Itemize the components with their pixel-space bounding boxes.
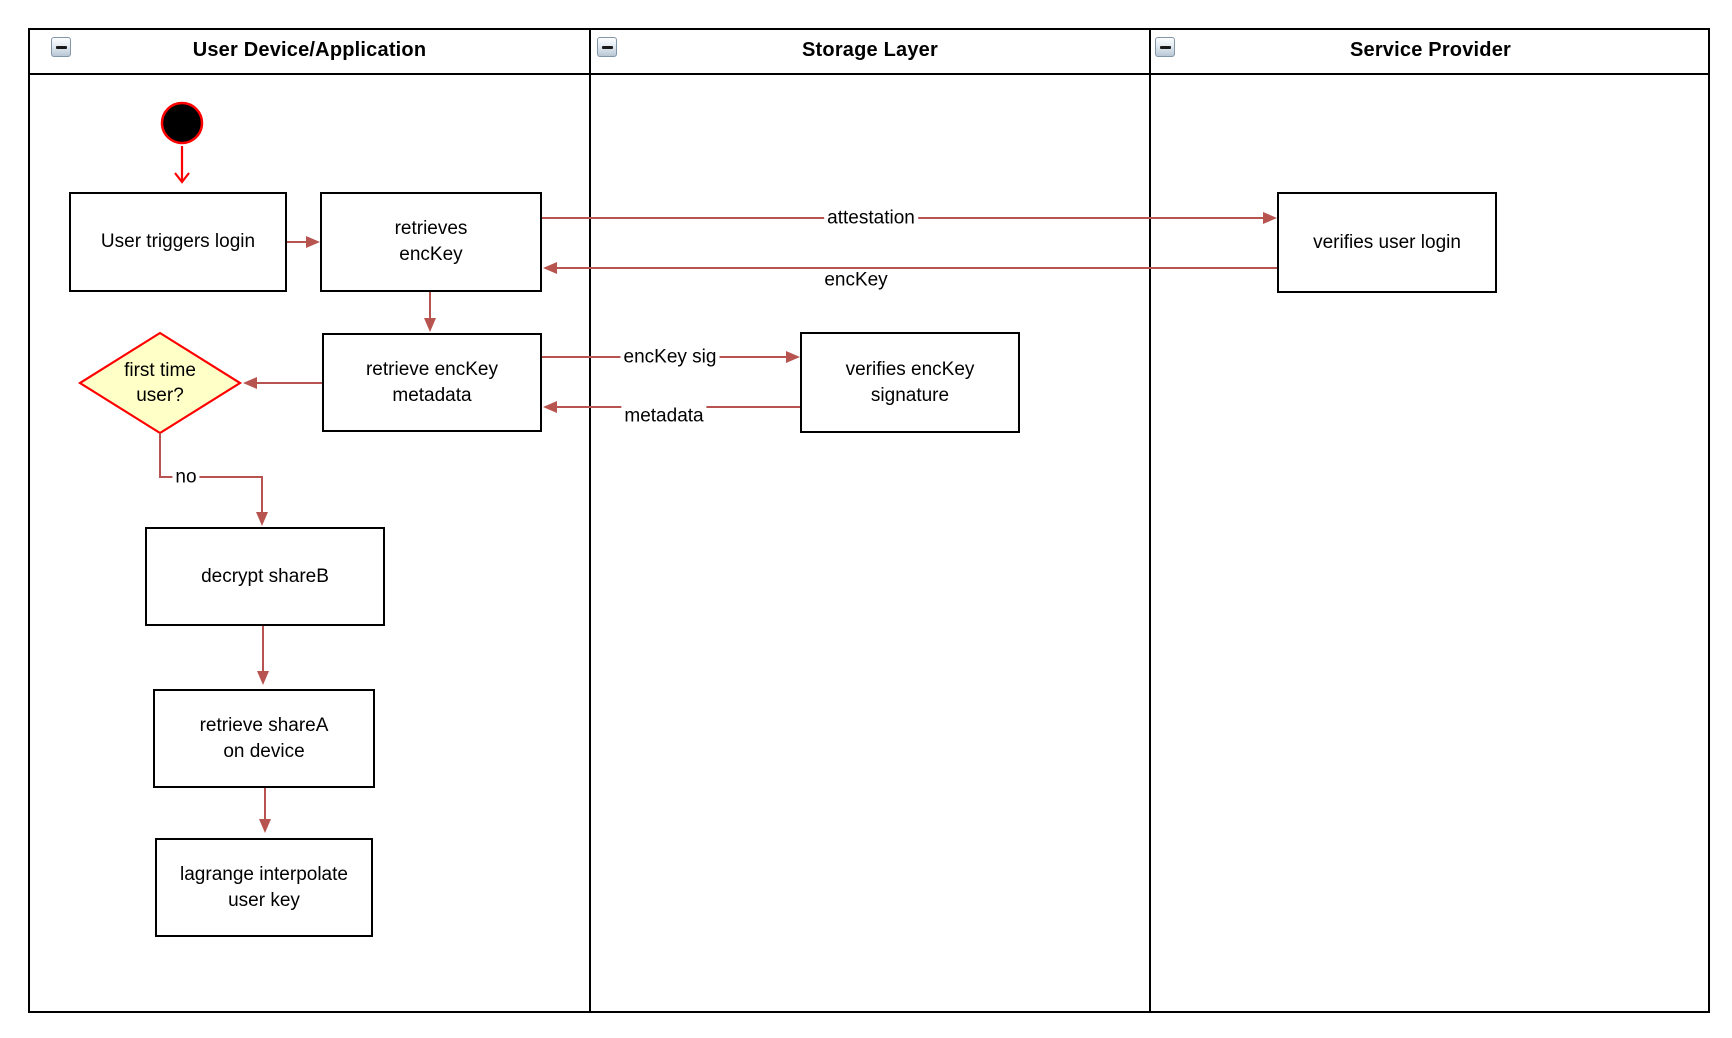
- lane-divider-2: [1149, 28, 1151, 1013]
- collapse-minus-icon[interactable]: [597, 37, 617, 57]
- node-decrypt-shareb[interactable]: decrypt shareB: [145, 527, 385, 626]
- lane-header-service-provider: Service Provider: [1151, 28, 1710, 73]
- minus-glyph: [1159, 45, 1171, 49]
- edge-label-no: no: [172, 466, 200, 488]
- node-lagrange-interpolate[interactable]: lagrange interpolate user key: [155, 838, 373, 937]
- lane-header-user-device: User Device/Application: [30, 28, 589, 73]
- node-user-triggers-login[interactable]: User triggers login: [69, 192, 287, 292]
- edge-label-metadata: metadata: [621, 405, 707, 427]
- lane-title-service-provider: Service Provider: [1349, 39, 1512, 61]
- lane-header-rule: [28, 73, 1710, 75]
- edge-label-enckey-sig: encKey sig: [620, 346, 720, 368]
- node-retrieve-enckey-metadata[interactable]: retrieve encKey metadata: [322, 333, 542, 432]
- minus-glyph: [55, 45, 67, 49]
- minus-glyph: [601, 45, 613, 49]
- collapse-minus-icon[interactable]: [51, 37, 71, 57]
- decision-first-time-user-label: first time user?: [124, 360, 196, 406]
- edge-label-attestation: attestation: [824, 207, 918, 229]
- collapse-minus-icon[interactable]: [1155, 37, 1175, 57]
- lane-title-storage-layer: Storage Layer: [802, 39, 938, 61]
- node-retrieve-sharea[interactable]: retrieve shareA on device: [153, 689, 375, 788]
- lane-title-user-device: User Device/Application: [192, 39, 427, 61]
- node-retrieves-enckey[interactable]: retrieves encKey: [320, 192, 542, 292]
- node-verifies-enckey-signature[interactable]: verifies encKey signature: [800, 332, 1020, 433]
- node-verifies-user-login[interactable]: verifies user login: [1277, 192, 1497, 293]
- lane-header-storage-layer: Storage Layer: [591, 28, 1149, 73]
- edge-label-enckey: encKey: [821, 269, 891, 291]
- lane-divider-1: [589, 28, 591, 1013]
